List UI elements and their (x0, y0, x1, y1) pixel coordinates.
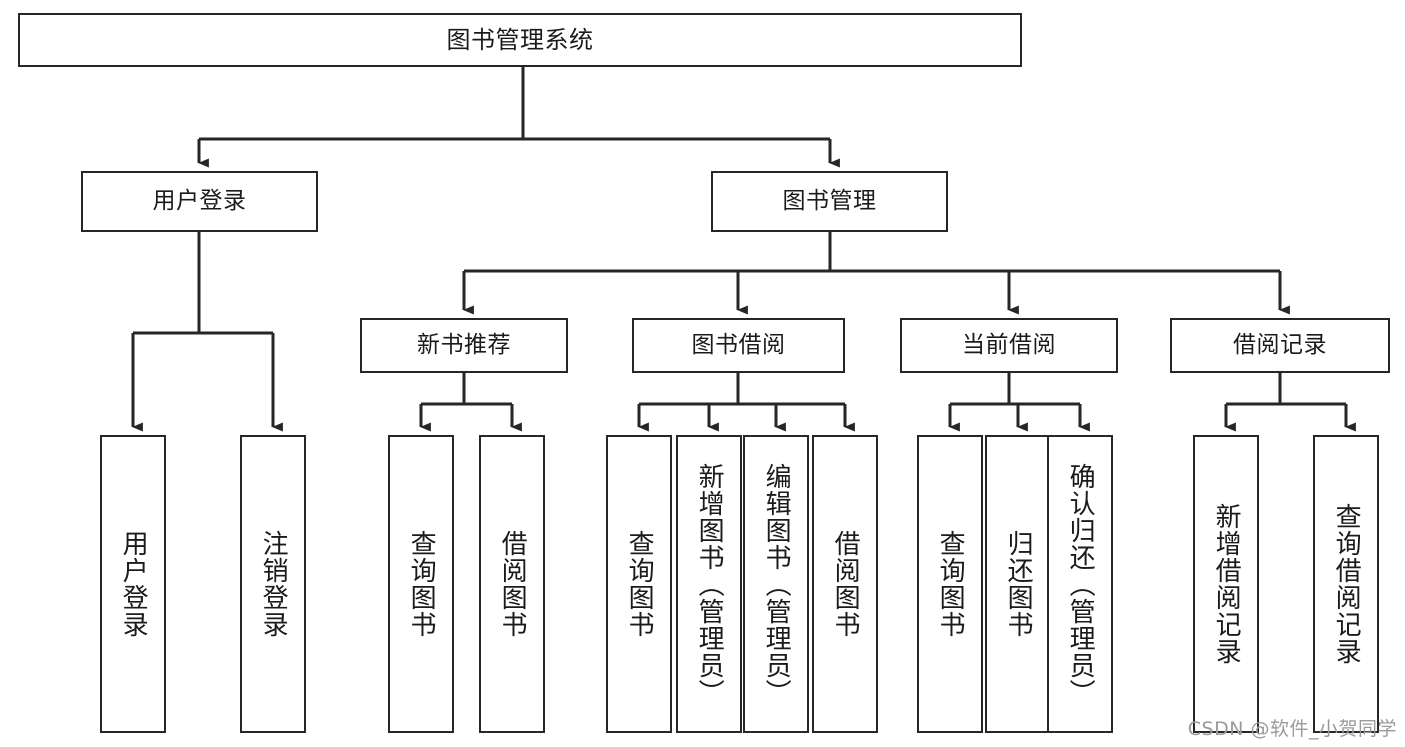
leaf-user-logout[interactable]: 注销登录 (240, 435, 306, 733)
node-label: 新书推荐 (417, 331, 511, 358)
node-label: 借阅图书 (497, 530, 528, 638)
node-label: 归还图书 (1003, 530, 1034, 638)
node-root[interactable]: 图书管理系统 (18, 13, 1022, 67)
leaf-newbook-query-book[interactable]: 查询图书 (388, 435, 454, 733)
node-label: 查询图书 (624, 530, 655, 638)
node-label: 注销登录 (258, 530, 289, 638)
leaf-current-confirm-return-admin[interactable]: 确认归还（管理员） (1047, 435, 1113, 733)
node-label: 当前借阅 (962, 331, 1056, 358)
watermark: CSDN @软件_小贺同学 (1187, 718, 1397, 740)
leaf-borrow-add-book-admin[interactable]: 新增图书（管理员） (676, 435, 742, 733)
node-label: 确认归还（管理员） (1065, 462, 1096, 706)
node-label: 图书借阅 (691, 331, 786, 358)
node-label: 图书管理 (782, 187, 877, 214)
node-label: 查询借阅记录 (1331, 503, 1362, 665)
node-label: 查询图书 (935, 530, 966, 638)
node-label: 用户登录 (152, 187, 247, 214)
node-label: 用户登录 (118, 530, 149, 638)
leaf-record-add-record[interactable]: 新增借阅记录 (1193, 435, 1259, 733)
leaf-borrow-edit-book-admin[interactable]: 编辑图书（管理员） (743, 435, 809, 733)
node-label: 新增借阅记录 (1211, 503, 1242, 665)
node-current-borrow[interactable]: 当前借阅 (900, 318, 1118, 373)
leaf-user-login[interactable]: 用户登录 (100, 435, 166, 733)
leaf-borrow-borrow-book[interactable]: 借阅图书 (812, 435, 878, 733)
node-label: 编辑图书（管理员） (761, 462, 792, 706)
node-new-book-recommend[interactable]: 新书推荐 (360, 318, 568, 373)
node-label: 新增图书（管理员） (694, 462, 725, 706)
leaf-current-return-book[interactable]: 归还图书 (985, 435, 1051, 733)
leaf-current-query-book[interactable]: 查询图书 (917, 435, 983, 733)
leaf-newbook-borrow-book[interactable]: 借阅图书 (479, 435, 545, 733)
node-book-management[interactable]: 图书管理 (711, 171, 948, 232)
node-label: 借阅图书 (830, 530, 861, 638)
node-user-login[interactable]: 用户登录 (81, 171, 318, 232)
node-label: 查询图书 (406, 530, 437, 638)
node-label: 图书管理系统 (446, 25, 594, 54)
node-borrow-record[interactable]: 借阅记录 (1170, 318, 1390, 373)
leaf-record-query-record[interactable]: 查询借阅记录 (1313, 435, 1379, 733)
leaf-borrow-query-book[interactable]: 查询图书 (606, 435, 672, 733)
node-label: 借阅记录 (1233, 331, 1327, 358)
node-book-borrow[interactable]: 图书借阅 (632, 318, 845, 373)
